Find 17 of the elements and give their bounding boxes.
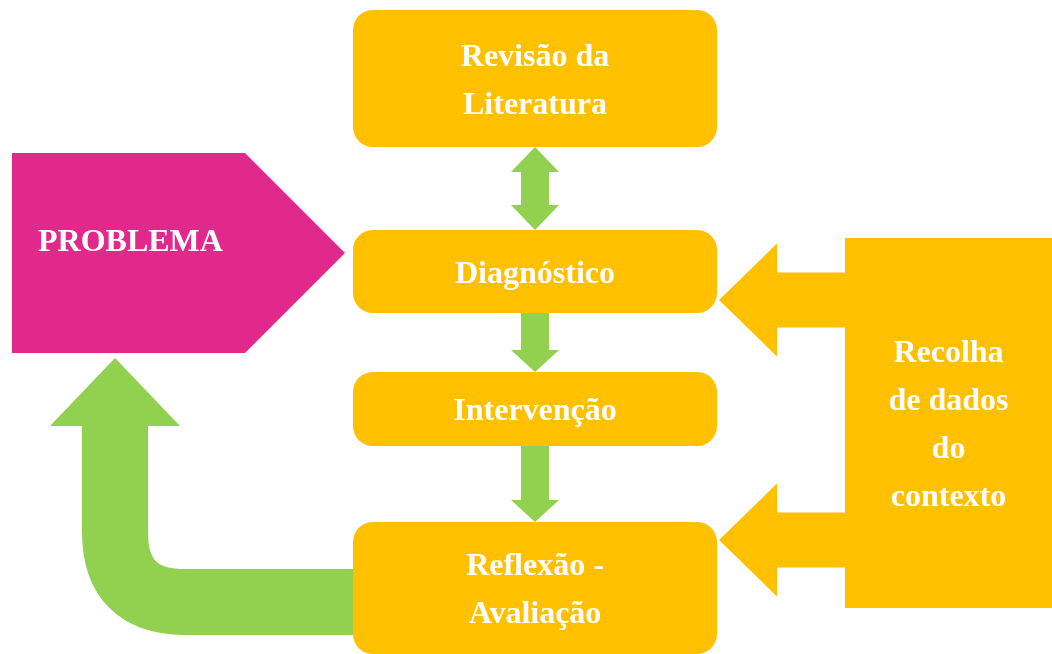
block-arrow: [511, 147, 559, 230]
node-label: Recolha de dados do contexto: [887, 332, 1010, 515]
node-label: Diagnóstico: [455, 252, 615, 292]
block-arrow: [511, 446, 559, 522]
block-arrow: [719, 483, 845, 597]
process-box: [353, 372, 717, 446]
node-label: Reflexão - Avaliação: [465, 545, 605, 632]
block-arrow: [719, 243, 845, 357]
side-panel: [845, 238, 1052, 608]
process-box: [353, 230, 717, 313]
process-box: [353, 522, 717, 654]
node-label: Intervenção: [453, 390, 617, 429]
pentagon-arrow-shape: [12, 153, 345, 353]
node-label: PROBLEMA: [38, 221, 223, 260]
node-label: Revisão da Literatura: [459, 35, 611, 123]
block-arrow: [511, 313, 559, 372]
process-box: [353, 10, 717, 147]
